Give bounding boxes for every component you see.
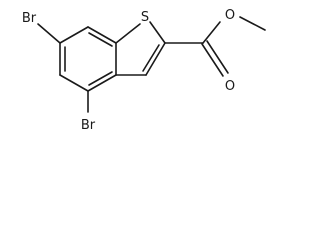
bond-c2-c3	[145, 42, 166, 76]
bond-s-c2	[149, 21, 166, 44]
bond-c2-c3-double	[142, 44, 160, 72]
bond-c5-c4	[59, 74, 89, 92]
bond-ester-o-methyl	[239, 16, 266, 31]
bond-carbonyl-ester-o	[202, 21, 221, 44]
bond-c4-c3a	[87, 74, 117, 92]
bond-c7a-c7-double	[88, 32, 113, 47]
atom-label-bromine-top: Br	[22, 11, 37, 26]
bond-carbonyl-o-2	[206, 40, 229, 74]
atom-label-bromine-bottom: Br	[81, 118, 96, 133]
bond-carbonyl-o-1	[201, 43, 224, 77]
bond-c7a-s	[115, 23, 141, 44]
bond-c4-c3a-double	[88, 71, 113, 86]
bond-c7-c6	[59, 26, 89, 44]
atom-label-sulfur: S	[141, 10, 149, 25]
atom-label-ester-oxygen: O	[225, 8, 235, 23]
atom-label-carbonyl-oxygen: O	[225, 79, 235, 94]
bond-c7a-c7	[87, 26, 117, 44]
bond-c6-br	[37, 23, 61, 44]
benzothiophene-structure: Br Br S O O	[22, 8, 266, 133]
